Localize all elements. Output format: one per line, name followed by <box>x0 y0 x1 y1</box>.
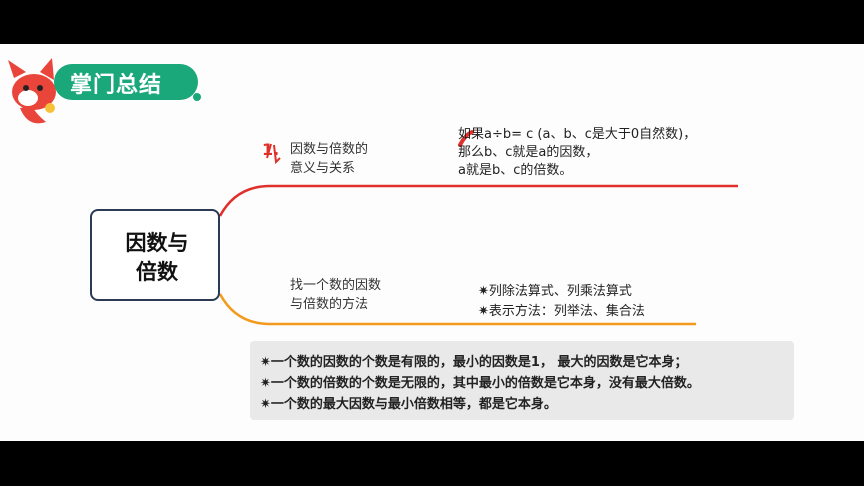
center-topic: 因数与 倍数 <box>90 209 220 301</box>
branch1-label: 因数与倍数的 意义与关系 <box>290 140 368 178</box>
center-topic-line: 因数与 <box>125 231 189 255</box>
branch-number: 1. <box>262 140 280 159</box>
summary-line: ✷一个数的倍数的个数是无限的，其中最小的倍数是它本身，没有最大倍数。 <box>260 376 700 391</box>
note-line: ✷表示方法：列举法、集合法 <box>478 304 645 319</box>
summary-line: ✷一个数的最大因数与最小倍数相等，都是它本身。 <box>260 397 557 412</box>
branch2-label: 找一个数的因数 与倍数的方法 <box>290 276 381 314</box>
branch1-label-line: 意义与关系 <box>290 161 356 176</box>
page-title: 掌门总结 <box>70 73 163 98</box>
note-line: ✷列除法算式、列乘法算式 <box>478 284 632 299</box>
title-pill <box>54 64 198 100</box>
dot-icon <box>193 93 201 101</box>
branch2-label-line: 与倍数的方法 <box>290 297 369 312</box>
pen-stroke <box>266 143 272 159</box>
center-topic-line: 倍数 <box>136 260 178 284</box>
branch2-label-line: 找一个数的因数 <box>290 278 382 293</box>
note-line: 如果a÷b= c (a、b、c是大于0自然数)， <box>458 127 697 142</box>
center-topic-text: 因数与 倍数 <box>92 229 222 287</box>
summary-line: ✷一个数的因数的个数是有限的，最小的因数是1， 最大的因数是它本身； <box>260 355 688 370</box>
branch2-notes: ✷列除法算式、列乘法算式 ✷表示方法：列举法、集合法 <box>478 282 645 322</box>
branch1-notes: 如果a÷b= c (a、b、c是大于0自然数)， 那么b、c就是a的因数， a就… <box>458 126 696 180</box>
note-line: 那么b、c就是a的因数， <box>458 145 599 160</box>
note-line: a就是b、c的倍数。 <box>458 163 573 178</box>
title-badge: 掌门总结 <box>6 56 206 131</box>
branch1-label-line: 因数与倍数的 <box>290 142 369 157</box>
fox-mascot-icon <box>8 58 56 124</box>
slide: 掌门总结 1. 因数与倍数的 意义与关系 如果a÷b= c (a、b、c是大于0… <box>0 44 864 441</box>
summary-box: ✷一个数的因数的个数是有限的，最小的因数是1， 最大的因数是它本身； ✷一个数的… <box>250 341 794 420</box>
